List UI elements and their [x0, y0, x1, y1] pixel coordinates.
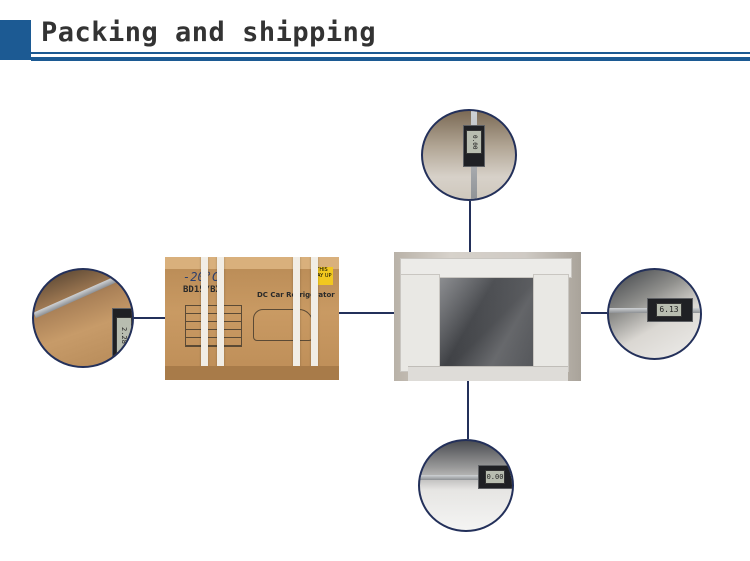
detail-circle-left: 2.28 [32, 268, 134, 368]
header-rule-thick [31, 57, 750, 61]
caliper-icon: 0.00 [463, 125, 485, 167]
detail-circle-right: 6.13 [607, 268, 702, 360]
plastic-wrap [440, 270, 535, 368]
box-car-illustration [253, 309, 313, 341]
packing-strap [217, 257, 224, 380]
connector-middle [339, 312, 394, 314]
refrigerator-unit [440, 270, 535, 368]
foam-left-piece [400, 274, 440, 372]
foam-top-piece [400, 258, 572, 278]
connector-left [134, 317, 165, 319]
box-bottom-edge [165, 366, 339, 380]
packing-strap [201, 257, 208, 380]
foam-right-piece [533, 274, 569, 372]
foam-bottom-piece [408, 366, 568, 381]
caliper-icon: 6.13 [647, 298, 693, 322]
foam-packing-photo [394, 252, 581, 381]
box-spec-table [185, 305, 242, 347]
header-rule-thin [31, 52, 750, 54]
detail-circle-bottom: 0.00 [418, 439, 514, 532]
connector-bottom [467, 372, 469, 439]
caliper-icon: 0.00 [478, 465, 512, 489]
caliper-reading: 0.00 [466, 130, 482, 154]
page-title: Packing and shipping [41, 17, 377, 48]
packing-strap [311, 257, 318, 380]
outer-box-photo: -20°C BD15/BX DC Car Refrigerator THIS W… [165, 257, 339, 380]
connector-top [469, 201, 471, 263]
header-accent-block [0, 20, 31, 60]
detail-circle-top: 0.00 [421, 109, 517, 201]
packing-strap [293, 257, 300, 380]
caliper-reading: 2.28 [116, 317, 132, 353]
caliper-icon: 2.28 [112, 308, 132, 364]
caliper-reading: 0.00 [485, 470, 505, 484]
caliper-reading: 6.13 [656, 303, 682, 317]
